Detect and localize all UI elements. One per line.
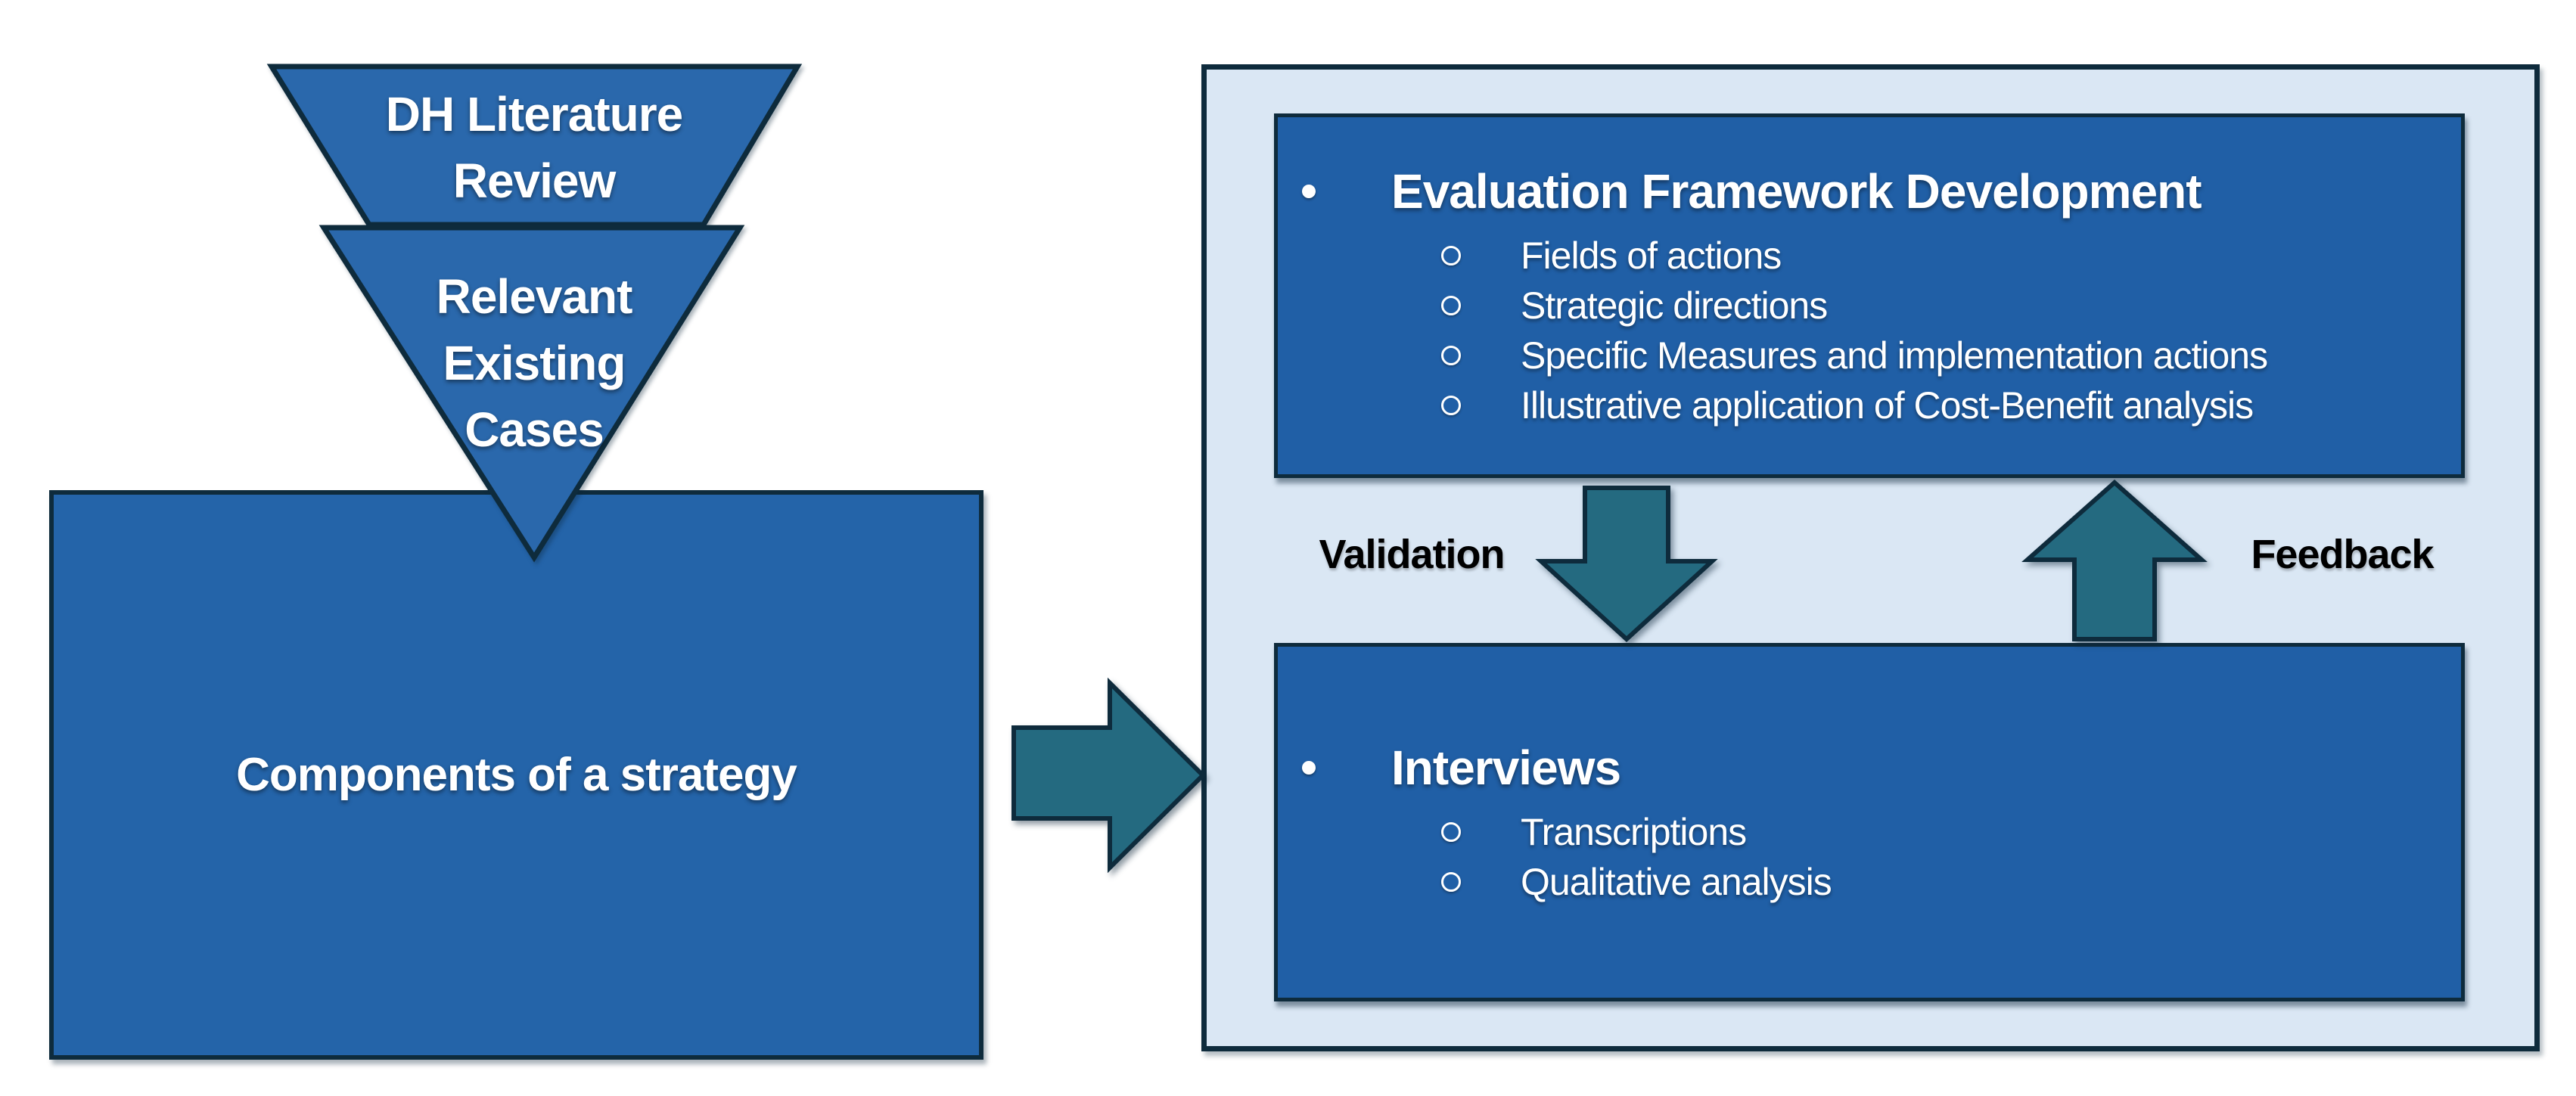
funnel-stage2-label: Relevant Existing Cases xyxy=(436,269,633,457)
interviews-box-title: Interviews xyxy=(1391,740,1621,795)
list-item: Strategic directions xyxy=(1278,281,2461,331)
list-item-label: Qualitative analysis xyxy=(1521,861,1832,903)
framework-box: Evaluation Framework Development Fields … xyxy=(1274,113,2465,478)
circle-bullet-icon xyxy=(1441,872,1461,892)
list-item-label: Illustrative application of Cost-Benefit… xyxy=(1521,384,2254,427)
list-item-label: Fields of actions xyxy=(1521,234,1782,277)
strategy-box: Components of a strategy xyxy=(49,490,983,1060)
list-item: Illustrative application of Cost-Benefit… xyxy=(1278,380,2461,430)
framework-title-row: Evaluation Framework Development xyxy=(1278,161,2461,222)
circle-bullet-icon xyxy=(1441,822,1461,842)
strategy-box-label: Components of a strategy xyxy=(236,748,797,801)
dot-bullet-icon xyxy=(1302,185,1316,198)
validation-label: Validation xyxy=(1319,532,1505,577)
framework-item-list: Fields of actions Strategic directions S… xyxy=(1278,231,2461,430)
circle-bullet-icon xyxy=(1441,346,1461,365)
list-item-label: Transcriptions xyxy=(1521,811,1747,853)
framework-box-title: Evaluation Framework Development xyxy=(1391,164,2202,219)
interviews-box: Interviews Transcriptions Qualitative an… xyxy=(1274,643,2465,1001)
dot-bullet-icon xyxy=(1302,761,1316,775)
list-item: Transcriptions xyxy=(1278,807,2461,857)
list-item: Qualitative analysis xyxy=(1278,857,2461,907)
circle-bullet-icon xyxy=(1441,296,1461,315)
list-item: Fields of actions xyxy=(1278,231,2461,281)
list-item: Specific Measures and implementation act… xyxy=(1278,331,2461,380)
funnel-stage1-label: DH Literature Review xyxy=(385,87,683,208)
circle-bullet-icon xyxy=(1441,396,1461,415)
list-item-label: Strategic directions xyxy=(1521,284,1828,327)
right-arrow-icon xyxy=(1011,677,1207,874)
feedback-label: Feedback xyxy=(2251,532,2434,577)
interviews-title-row: Interviews xyxy=(1278,737,2461,798)
interviews-item-list: Transcriptions Qualitative analysis xyxy=(1278,807,2461,907)
list-item-label: Specific Measures and implementation act… xyxy=(1521,334,2268,377)
circle-bullet-icon xyxy=(1441,246,1461,265)
